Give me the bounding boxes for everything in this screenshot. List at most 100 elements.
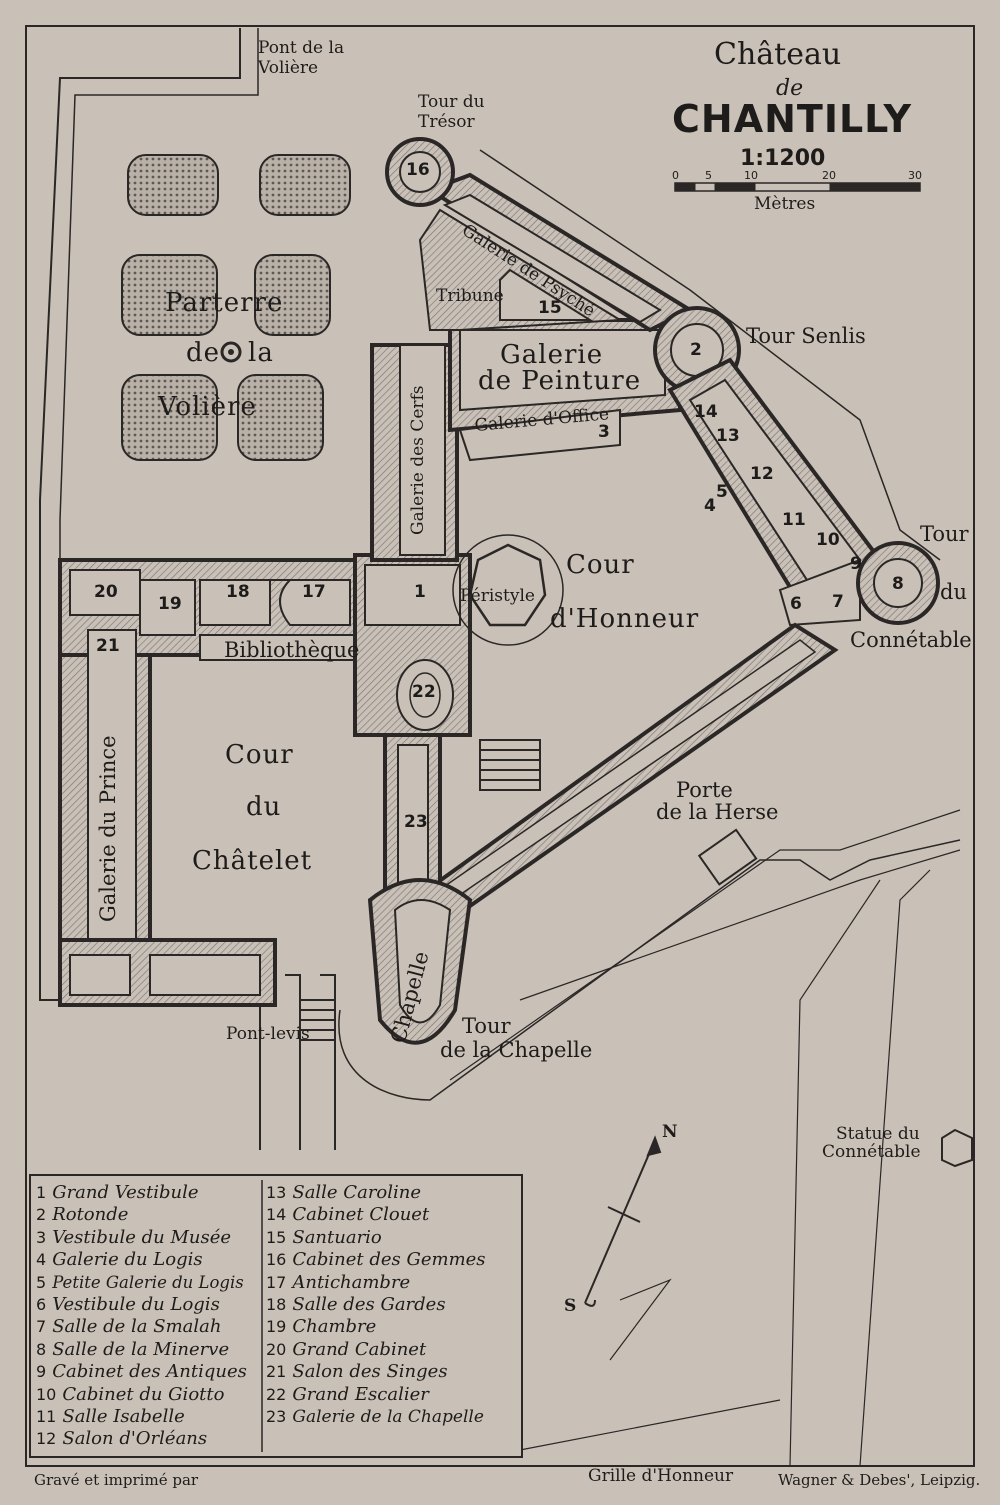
scale-tick-5: 5 [705, 169, 712, 182]
scale-tick-20: 20 [822, 169, 836, 182]
room-16: 16 [406, 160, 430, 180]
moat-east-2 [449, 809, 961, 1081]
scale-bar [674, 182, 921, 192]
label-tour-senlis: Tour Senlis [746, 324, 866, 348]
room-21: 21 [96, 636, 120, 656]
label-tour-chapelle-2: de la Chapelle [440, 1038, 593, 1062]
label-parterre-1: Parterre [165, 288, 284, 318]
room-22: 22 [412, 682, 436, 702]
scale-tick-30: 30 [908, 169, 922, 182]
title-line3: CHANTILLY [672, 97, 912, 141]
galerie-de-psyche [418, 172, 695, 333]
label-tour-tresor: Tour du Trésor [418, 92, 485, 132]
west-wing [58, 558, 382, 1007]
galerie-de-la-chapelle [383, 733, 442, 897]
label-tribune: Tribune [436, 286, 504, 306]
room-7: 7 [832, 592, 844, 612]
label-cour-chatelet-1: Cour [225, 740, 294, 770]
label-cour-honneur-1: Cour [566, 550, 635, 580]
scale-ratio: 1:1200 [740, 146, 826, 171]
southeast-wing [416, 622, 839, 923]
avenue-3 [789, 879, 881, 1467]
label-cour-honneur-2: d'Honneur [550, 604, 700, 634]
room-12: 12 [750, 464, 774, 484]
label-galerie-peinture-1: Galerie [500, 340, 604, 370]
label-tour-connetable-2: du [940, 580, 967, 604]
label-pont-voliere: Pont de la Volière [258, 38, 345, 78]
label-peristyle: Péristyle [460, 586, 535, 606]
footer-right: Wagner & Debes', Leipzig. [778, 1471, 981, 1489]
pont-levis [285, 974, 336, 1150]
label-pont-levis: Pont-levis [226, 1024, 310, 1044]
title-line1: Château [714, 37, 842, 72]
parterre-beds [121, 154, 351, 461]
label-cour-chatelet-3: Châtelet [192, 846, 313, 876]
label-galerie-cerfs: Galerie des Cerfs [408, 385, 428, 535]
label-tour-connetable-1: Tour [920, 522, 969, 546]
moat-east [338, 839, 961, 1101]
room-6: 6 [790, 594, 802, 614]
central-block [353, 553, 472, 737]
label-galerie-prince: Galerie du Prince [96, 735, 120, 922]
room-13: 13 [716, 426, 740, 446]
label-porte-herse-2: de la Herse [656, 800, 779, 824]
room-17: 17 [302, 582, 326, 602]
title-line2: de [776, 76, 804, 101]
room-8: 8 [892, 574, 904, 594]
room-20: 20 [94, 582, 118, 602]
label-galerie-peinture-2: de Peinture [478, 366, 642, 396]
label-porte-herse-1: Porte [676, 778, 733, 802]
legend-box [29, 1174, 523, 1458]
label-parterre-4: Volière [158, 392, 257, 422]
avenue-2 [859, 869, 931, 1467]
chapelle [367, 878, 473, 1045]
tour-du-connetable [856, 541, 940, 625]
room-23: 23 [404, 812, 428, 832]
galerie-de-peinture [448, 318, 682, 462]
room-1: 1 [414, 582, 426, 602]
avenue-4 [519, 1399, 781, 1451]
compass-north: N [662, 1122, 678, 1142]
label-tour-connetable-3: Connétable [850, 628, 972, 652]
scale-tick-0: 0 [672, 169, 679, 182]
scale-unit: Mètres [754, 194, 816, 214]
room-9: 9 [850, 554, 862, 574]
frame [25, 25, 975, 1467]
entrance-steps [479, 739, 758, 886]
label-cour-chatelet-2: du [246, 792, 282, 822]
room-11: 11 [782, 510, 806, 530]
scale-tick-10: 10 [744, 169, 758, 182]
room-15: 15 [538, 298, 562, 318]
label-parterre-3: la [248, 338, 274, 368]
room-2: 2 [690, 340, 702, 360]
avenue-5 [609, 1278, 672, 1361]
compass-south: S [564, 1296, 577, 1316]
label-statue-1: Statue du [836, 1124, 920, 1144]
label-statue-2: Connétable [822, 1142, 921, 1162]
label-parterre-2: de [186, 338, 221, 368]
room-5: 5 [716, 482, 728, 502]
galerie-des-cerfs [370, 343, 459, 562]
